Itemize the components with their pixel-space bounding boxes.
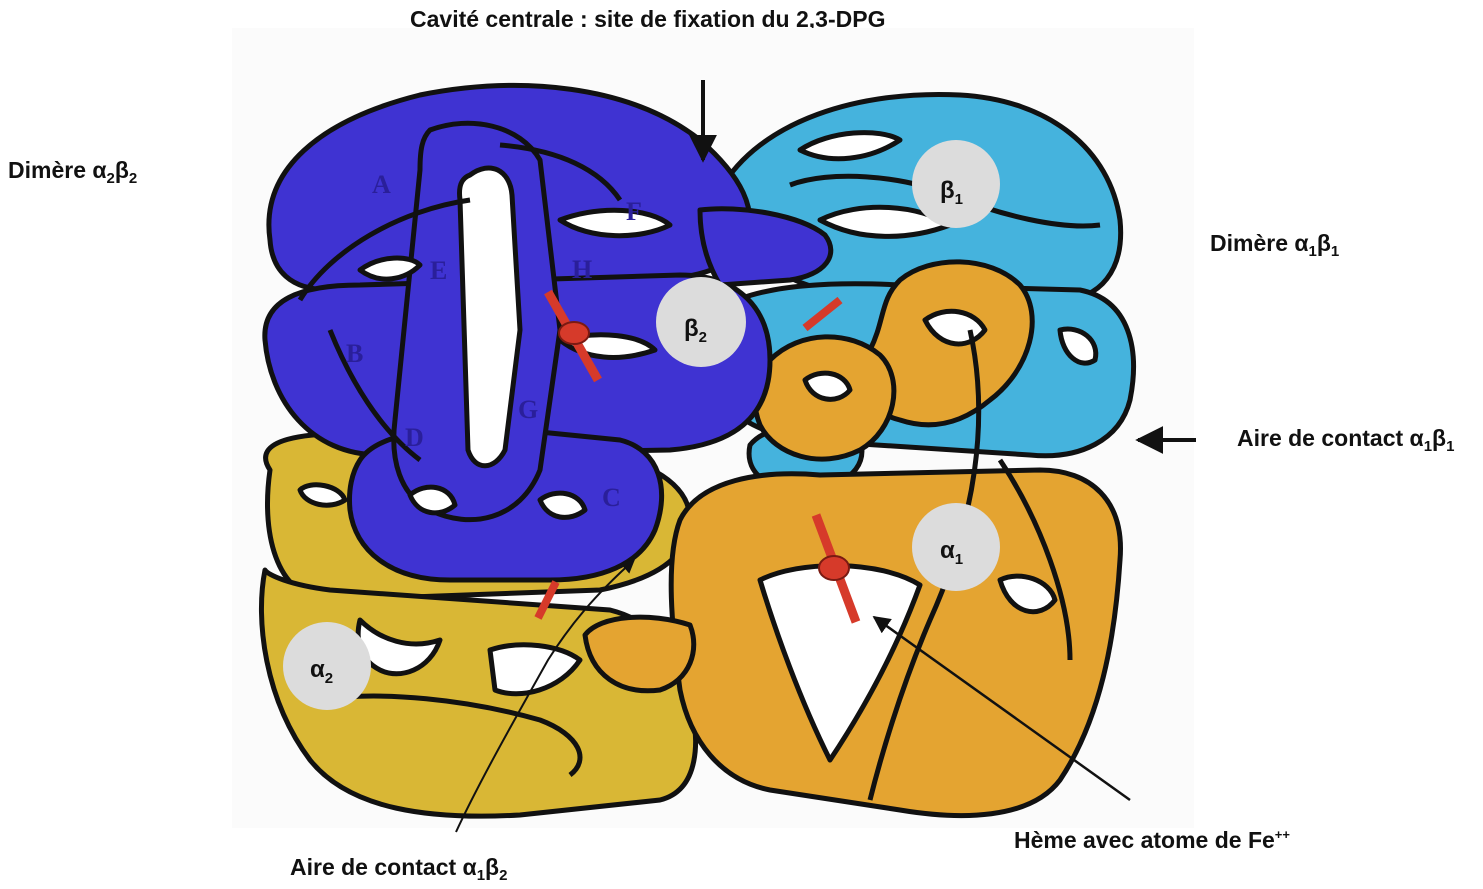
badge-alpha2-circle [283, 622, 371, 710]
badge-alpha1-circle [912, 503, 1000, 591]
badge-alpha1: α1 [912, 503, 1000, 591]
badge-beta1: β1 [912, 140, 1000, 228]
badge-alpha2: α2 [283, 622, 371, 710]
badge-beta1-circle [912, 140, 1000, 228]
badge-beta2-circle [656, 277, 746, 367]
helix-label-a: A [372, 170, 391, 199]
helix-label-f: F [626, 197, 642, 226]
helix-label-c: C [602, 483, 621, 512]
helix-label-e: E [430, 256, 447, 285]
helix-label-g: G [518, 395, 538, 424]
beta2-hole-6 [540, 493, 585, 517]
helix-label-h: H [572, 255, 592, 284]
helix-label-d: D [405, 423, 424, 452]
beta2-hole-5 [410, 487, 455, 513]
helix-label-b: B [346, 339, 363, 368]
beta2-hole-1 [459, 168, 520, 466]
badge-beta2: β2 [656, 277, 746, 367]
